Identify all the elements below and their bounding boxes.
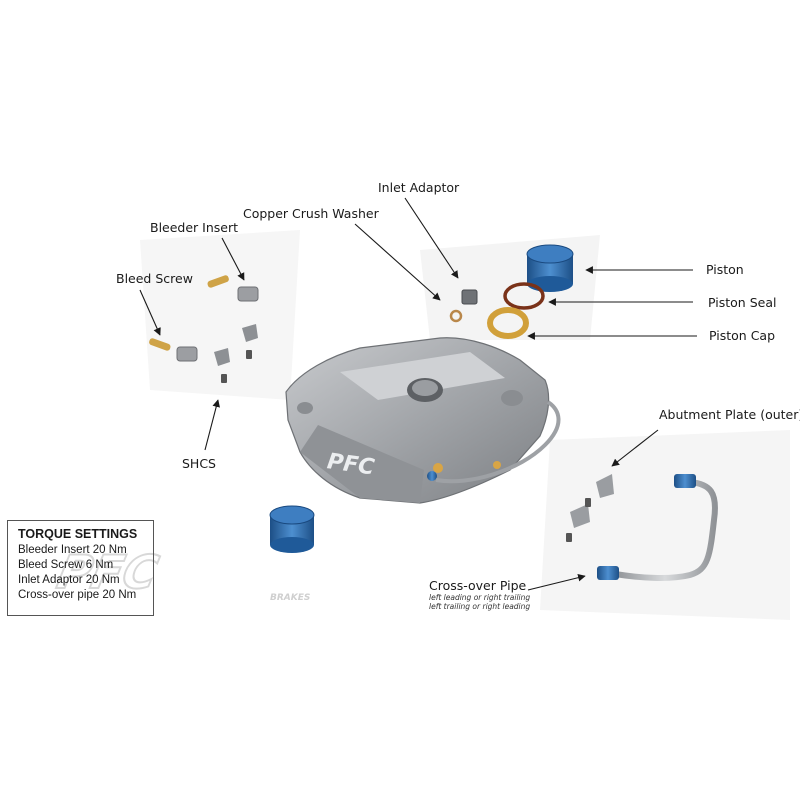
inlet-adaptor-part (449, 289, 478, 323)
piston-cap-part (487, 307, 529, 339)
label-crossover-pipe: Cross-over Pipe (429, 578, 527, 593)
abutment-plate-parts (566, 474, 614, 542)
leader-arrows (139, 197, 697, 591)
arrow-inlet-adaptor (404, 197, 459, 279)
label-piston: Piston (706, 262, 744, 277)
bleeder-insert-parts (176, 286, 259, 362)
crossover-note-2: left trailing or right leading (429, 602, 531, 611)
torque-item: Cross-over pipe 20 Nm (18, 589, 137, 601)
label-piston-cap: Piston Cap (709, 328, 776, 343)
label-inlet-adaptor: Inlet Adaptor (378, 180, 460, 195)
arrow-shcs (204, 399, 220, 451)
watermark-subtext: BRAKES (270, 593, 310, 603)
arrow-bleeder-insert (221, 237, 245, 281)
bleed-screw-parts (149, 275, 229, 351)
piston-part (526, 244, 574, 292)
label-copper-crush-washer: Copper Crush Washer (243, 206, 379, 221)
shcs-parts (214, 324, 258, 383)
arrow-copper-crush-washer (354, 223, 441, 301)
label-piston-seal: Piston Seal (708, 295, 777, 310)
torque-item: Inlet Adaptor 20 Nm (18, 574, 120, 586)
crossover-note-1: left leading or right trailing (429, 593, 531, 602)
caliper-body (285, 337, 550, 504)
torque-item: Bleeder Insert 20 Nm (18, 544, 127, 556)
label-shcs: SHCS (182, 456, 216, 471)
torque-settings-box: TORQUE SETTINGS Bleeder Insert 20 Nm Ble… (7, 520, 154, 616)
piston-seal-part (503, 282, 545, 310)
arrow-crossover-pipe (527, 573, 586, 591)
caliper-transfer-pipe (435, 400, 561, 484)
arrow-abutment-plate (611, 429, 659, 467)
label-bleed-screw: Bleed Screw (116, 271, 193, 286)
crossover-pipe-part (597, 474, 718, 581)
watermark-text: PFC (53, 545, 163, 598)
torque-item: Bleed Screw 6 Nm (18, 559, 114, 571)
label-bleeder-insert: Bleeder Insert (150, 220, 239, 235)
arrow-bleed-screw (139, 289, 161, 336)
label-abutment-plate: Abutment Plate (outer) (659, 407, 800, 422)
loose-piston-part (269, 505, 315, 553)
torque-settings-title: TORQUE SETTINGS (18, 527, 138, 541)
